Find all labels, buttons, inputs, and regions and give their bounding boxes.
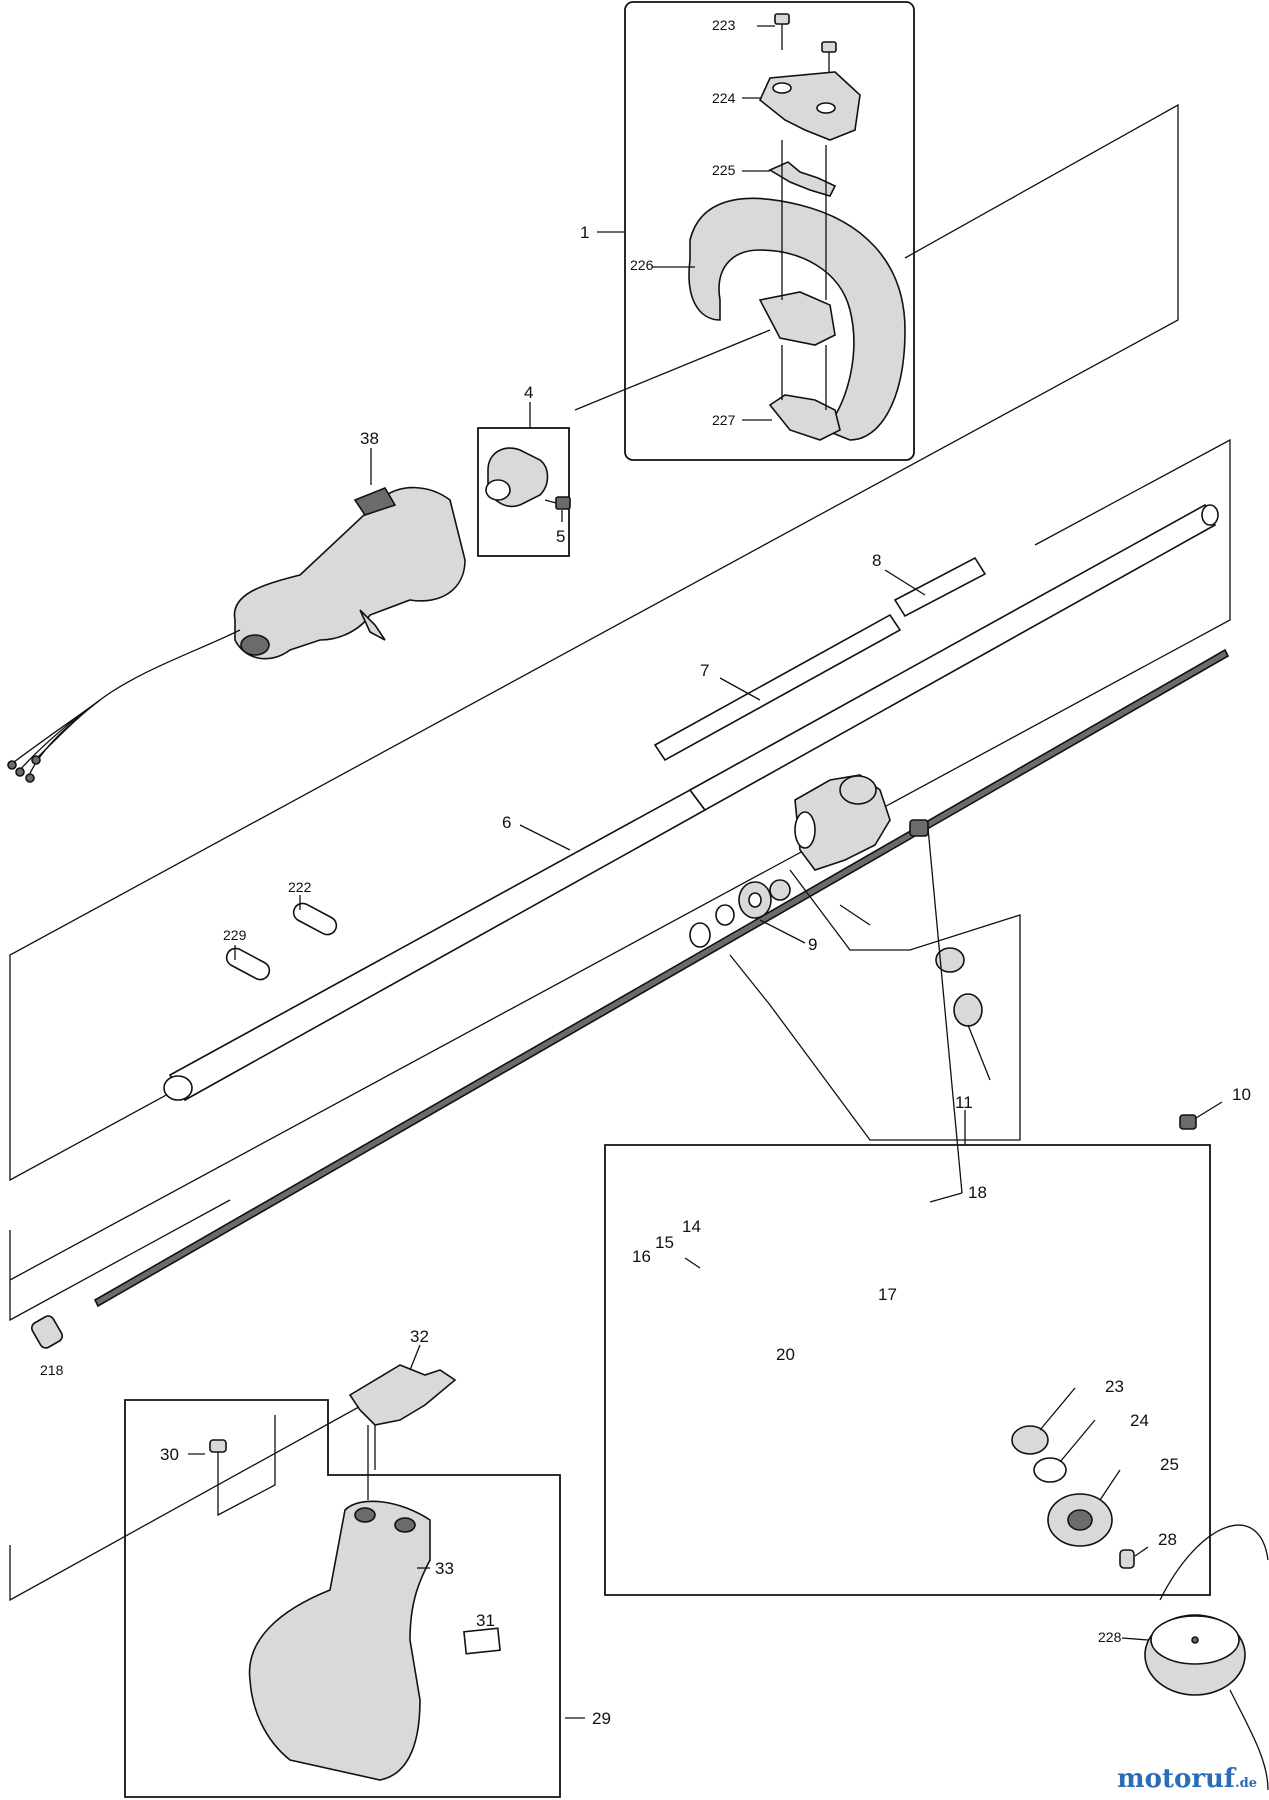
callout-8: 8 (872, 551, 881, 570)
drive-shaft-9-part (93, 648, 1230, 1308)
callout-20: 20 (776, 1345, 795, 1364)
callout-4: 4 (524, 383, 533, 402)
watermark-tld: .de (1235, 1776, 1257, 1791)
callout-28: 28 (1158, 1530, 1177, 1549)
callout-225: 225 (712, 162, 736, 178)
callout-30: 30 (160, 1445, 179, 1464)
plate-227-part (768, 394, 841, 441)
callout-31: 31 (476, 1611, 495, 1630)
callout-29: 29 (592, 1709, 611, 1728)
gear-sub-box (729, 869, 1021, 1141)
lower-panel (9, 1396, 376, 1602)
pad-229-part (225, 947, 271, 981)
bolt-10-part (1179, 1114, 1197, 1130)
callout-38: 38 (360, 429, 379, 448)
callout-24: 24 (1130, 1411, 1149, 1430)
drive-shaft-panel (9, 438, 1231, 1281)
ring-24-part (1033, 1457, 1067, 1483)
d-handle-foot-part (758, 291, 836, 346)
throttle-grip-38-part (233, 486, 466, 660)
ring-15-part (715, 904, 735, 926)
bolt-18-part (909, 819, 929, 837)
callout-25: 25 (1160, 1455, 1179, 1474)
callout-11: 11 (955, 1093, 973, 1112)
guard-33-part (248, 1500, 431, 1781)
callout-218: 218 (40, 1362, 64, 1378)
callout-229: 229 (223, 927, 247, 943)
nut-20-part (769, 879, 791, 901)
callout-228: 228 (1098, 1629, 1122, 1645)
callout-15: 15 (655, 1233, 674, 1252)
screw-5-part (544, 496, 571, 510)
guard-box (124, 1399, 561, 1798)
plate-225-part (768, 161, 837, 197)
handle-assembly-box (624, 1, 915, 461)
bolt-30-part (209, 1439, 227, 1475)
callout-18: 18 (968, 1183, 987, 1202)
callout-223: 223 (712, 17, 736, 33)
callout-10: 10 (1232, 1085, 1251, 1104)
gear-housing-part (794, 774, 891, 871)
spindle-sub-part (953, 993, 991, 1081)
decal-7-part (653, 613, 902, 762)
screw-17-part (839, 904, 871, 926)
bushing-218-part (31, 1315, 63, 1349)
callout-33: 33 (435, 1559, 454, 1578)
callout-7: 7 (700, 661, 709, 680)
callout-222: 222 (288, 879, 312, 895)
watermark-brand: motoruf (1117, 1764, 1236, 1794)
callout-5: 5 (556, 527, 565, 546)
cap-28-part (1119, 1549, 1135, 1569)
screw-224b-part (821, 41, 837, 72)
circlip-16-part (689, 922, 711, 948)
callout-16: 16 (632, 1247, 651, 1266)
watermark-logo: motoruf.de (1117, 1764, 1257, 1794)
pad-222-part (292, 902, 338, 936)
callout-227: 227 (712, 412, 736, 428)
trimmer-head-228-part (1144, 1524, 1269, 1791)
callout-9: 9 (808, 935, 817, 954)
throttle-cable-part (34, 629, 241, 761)
decal-8-part (893, 556, 987, 618)
d-handle-226-part (688, 197, 906, 441)
clamp-cap-224-part (759, 71, 861, 141)
screw-223-part (774, 13, 790, 50)
clamp-box (477, 427, 570, 557)
flange-25-part (1047, 1493, 1113, 1547)
washer-23-part (1011, 1425, 1049, 1455)
callout-32: 32 (410, 1327, 429, 1346)
callout-226: 226 (630, 257, 654, 273)
callout-224: 224 (712, 90, 736, 106)
callout-17: 17 (878, 1285, 897, 1304)
callout-1: 1 (580, 223, 589, 242)
main-tube-6-part (163, 503, 1219, 1102)
clamp-4-part (485, 447, 549, 507)
callout-14: 14 (682, 1217, 701, 1236)
bearing-sub-part (935, 947, 965, 973)
tube-panel (9, 1199, 231, 1322)
gear-head-box (604, 1144, 1211, 1596)
label-31-part (463, 1627, 501, 1655)
bracket-32-part (348, 1364, 457, 1426)
bearing-14-part (738, 881, 772, 919)
callout-23: 23 (1105, 1377, 1124, 1396)
callout-6: 6 (502, 813, 511, 832)
